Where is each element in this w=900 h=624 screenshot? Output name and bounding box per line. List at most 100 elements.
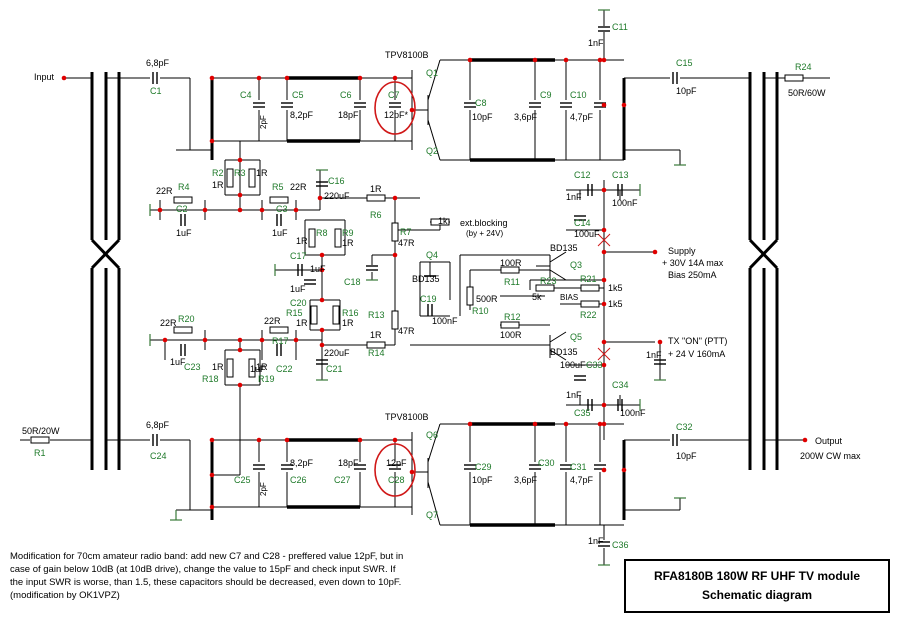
r11-label: R11	[504, 277, 520, 287]
r6-label: R6	[370, 210, 382, 220]
q2-label: Q2	[426, 146, 438, 156]
r23-label: R23	[540, 276, 557, 286]
r22-value: 1k5	[608, 299, 623, 309]
c12-label: C12	[574, 170, 591, 180]
r17-value: 22R	[264, 316, 281, 326]
r15-value: 1R	[296, 318, 308, 328]
r19-value: 1R	[256, 362, 268, 372]
r19-label: R19	[258, 374, 275, 384]
c11-value: 1nF	[588, 38, 604, 48]
ext-blocking-label: ext.blocking	[460, 218, 508, 228]
c5-label: C5	[292, 90, 304, 100]
c23-label: C23	[184, 362, 201, 372]
c7-value: 12pF*	[384, 110, 409, 120]
r8-label: R8	[316, 228, 328, 238]
wires	[20, 10, 830, 565]
r22-label: R22	[580, 310, 597, 320]
c34-value: 100nF	[620, 408, 646, 418]
c22-value: 1uF	[250, 364, 266, 374]
c20-value: 1uF	[290, 284, 306, 294]
r16-label: R16	[342, 308, 359, 318]
r-ext-value: 1k	[438, 216, 448, 226]
r12-value: 100R	[500, 330, 522, 340]
c25-label: C25	[234, 475, 251, 485]
c11-label: C11	[612, 22, 628, 32]
c26-value: 8,2pF	[290, 458, 314, 468]
r3-value: 1R	[256, 168, 268, 178]
bias-spec-label: Bias 250mA	[668, 270, 717, 280]
note-line-4: (modification by OK1VPZ)	[10, 590, 120, 601]
microstrip-lines	[287, 58, 555, 527]
c15-value: 10pF	[676, 86, 697, 96]
c16-label: C16	[328, 176, 345, 186]
c29-value: 10pF	[472, 475, 493, 485]
r16-value: 1R	[342, 318, 354, 328]
title-line-2: Schematic diagram	[701, 588, 813, 602]
q5-label: Q5	[570, 332, 582, 342]
tpv-bottom-label: TPV8100B	[385, 412, 429, 422]
c27-label: C27	[334, 475, 351, 485]
c35-label: C35	[574, 408, 591, 418]
r13-label: R13	[368, 310, 385, 320]
tx-on-label: TX "ON" (PTT)	[668, 336, 727, 346]
r9-value: 1R	[342, 238, 354, 248]
c36-value: 1nF	[588, 536, 604, 546]
c6-label: C6	[340, 90, 352, 100]
c32-value: 10pF	[676, 451, 697, 461]
r9-label: R9	[342, 228, 354, 238]
c13-value: 100nF	[612, 198, 638, 208]
r20-value: 22R	[160, 318, 177, 328]
bd135-q3-label: BD135	[550, 243, 578, 253]
c24-value: 6,8pF	[146, 420, 170, 430]
note-line-1: Modification for 70cm amateur radio band…	[10, 551, 404, 562]
c19-label: C19	[420, 294, 437, 304]
c8-label: C8	[475, 98, 487, 108]
r3-label: R3	[234, 168, 246, 178]
r2-value: 1R	[212, 180, 224, 190]
r1-label: R1	[34, 448, 46, 458]
r7-value: 47R	[398, 238, 415, 248]
ground-symbols	[149, 9, 686, 566]
c10-value: 4,7pF	[570, 112, 594, 122]
coaxial-transformers	[90, 72, 779, 520]
small-transistors	[420, 251, 567, 361]
supply-spec-label: + 30V 14A max	[662, 258, 724, 268]
c4-value: 2pF	[259, 115, 268, 129]
r24-value: 50R/60W	[788, 88, 826, 98]
c13-label: C13	[612, 170, 629, 180]
c5-value: 8,2pF	[290, 110, 314, 120]
c3-value: 1uF	[272, 228, 288, 238]
note-line-3: the input SWR is worse, than 1.5, these …	[10, 577, 402, 588]
r14-value: 1R	[370, 330, 382, 340]
c30-label: C30	[538, 458, 555, 468]
c9-label: C9	[540, 90, 552, 100]
c21-value: 220uF	[324, 348, 350, 358]
q3-label: Q3	[570, 260, 582, 270]
r20-label: R20	[178, 314, 195, 324]
bd135-q4-label: BD135	[412, 274, 440, 284]
c17-value: 1uF	[310, 264, 326, 274]
r21-value: 1k5	[608, 283, 623, 293]
note-line-2: case of gain below 10dB (at 10dB drive),…	[10, 564, 396, 575]
c8-value: 10pF	[472, 112, 493, 122]
r7-label: R7	[400, 227, 412, 237]
q7-label: Q7	[426, 510, 438, 520]
supply-label: Supply	[668, 246, 696, 256]
c10-label: C10	[570, 90, 587, 100]
c12-value: 1nF	[566, 192, 582, 202]
c28-label: C28	[388, 475, 405, 485]
r14-label: R14	[368, 348, 385, 358]
tx-spec-label: + 24 V 160mA	[668, 349, 725, 359]
c18-label: C18	[344, 277, 361, 287]
ext-blocking-spec: (by + 24V)	[466, 229, 503, 238]
c19-value: 100nF	[432, 316, 458, 326]
labels: Input Output 200W CW max Supply + 30V 14…	[22, 22, 861, 550]
c24-label: C24	[150, 451, 167, 461]
c1-label: C1	[150, 86, 162, 96]
r18-label: R18	[202, 374, 219, 384]
q1-label: Q1	[426, 68, 438, 78]
modification-note: Modification for 70cm amateur radio band…	[10, 550, 610, 602]
c35-value: 1nF	[566, 390, 582, 400]
r6-value: 1R	[370, 184, 382, 194]
